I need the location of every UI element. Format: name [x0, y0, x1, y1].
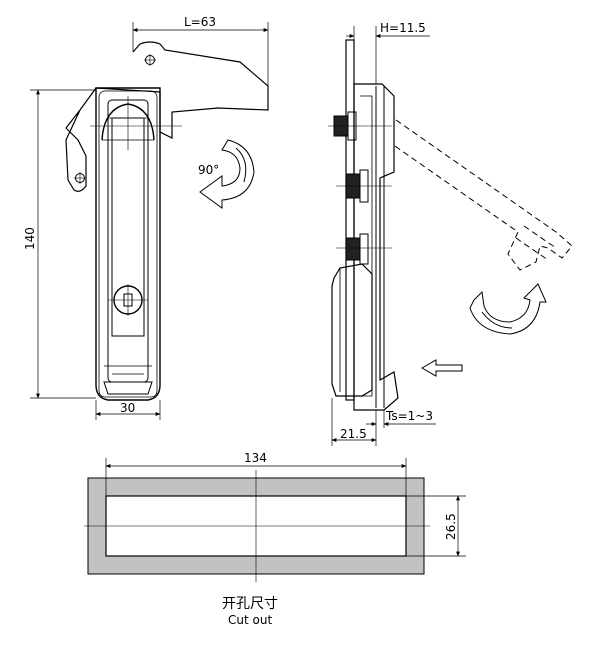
- dim-h-label: H=11.5: [380, 21, 426, 35]
- dim-width-label: 30: [120, 401, 135, 415]
- dim-height-label: 140: [23, 227, 37, 250]
- bolt-3: [345, 233, 369, 265]
- dim-h: [346, 26, 430, 84]
- dim-cutout-width: [105, 458, 407, 496]
- dim-cutout-width-label: 134: [244, 451, 267, 465]
- body-outer-frame: [95, 87, 161, 401]
- dim-width: [95, 400, 161, 420]
- dim-depth-label: 21.5: [340, 427, 367, 441]
- dim-cutout-height: [406, 495, 466, 557]
- cutout-drawing: [84, 470, 430, 582]
- rotate-clockwise-arrow-icon: [469, 283, 547, 335]
- cutout-title-cn: 开孔尺寸: [222, 596, 278, 612]
- insert-direction-arrow-icon: [420, 359, 463, 377]
- handle-open-position: [391, 119, 573, 271]
- rotation-angle-label: 90°: [198, 163, 219, 177]
- rotate-counterclockwise-arrow-icon: [199, 139, 255, 209]
- dim-length: [132, 22, 269, 86]
- mounting-plate: [345, 39, 355, 401]
- front-view: [65, 41, 269, 401]
- cam-housing: [331, 263, 373, 397]
- dim-ts-label: Ts=1~3: [385, 409, 433, 423]
- dim-length-label: L=63: [184, 15, 216, 29]
- side-view: [328, 39, 573, 411]
- dim-depth: [331, 398, 377, 446]
- dim-cutout-height-label: 26.5: [444, 513, 458, 540]
- cutout-title-en: Cut out: [228, 613, 272, 627]
- body-profile: [353, 83, 399, 411]
- dim-height: [30, 89, 96, 399]
- dim-ts: [366, 410, 436, 428]
- door-panel: [375, 86, 385, 408]
